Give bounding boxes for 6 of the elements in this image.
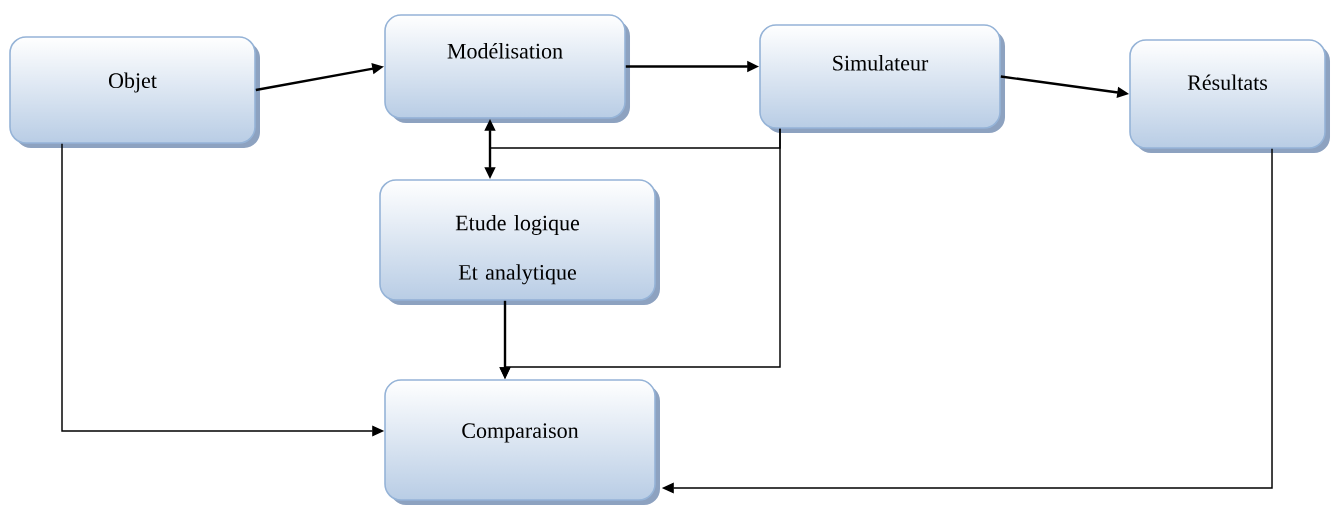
process-box: Objet	[9, 36, 260, 148]
process-box: Modélisation	[384, 14, 630, 123]
process-box: Comparaison	[384, 379, 660, 505]
process-box: Simulateur	[759, 24, 1005, 133]
process-box: Résultats	[1129, 39, 1330, 153]
process-box: Etude logique Et analytique	[379, 179, 660, 305]
